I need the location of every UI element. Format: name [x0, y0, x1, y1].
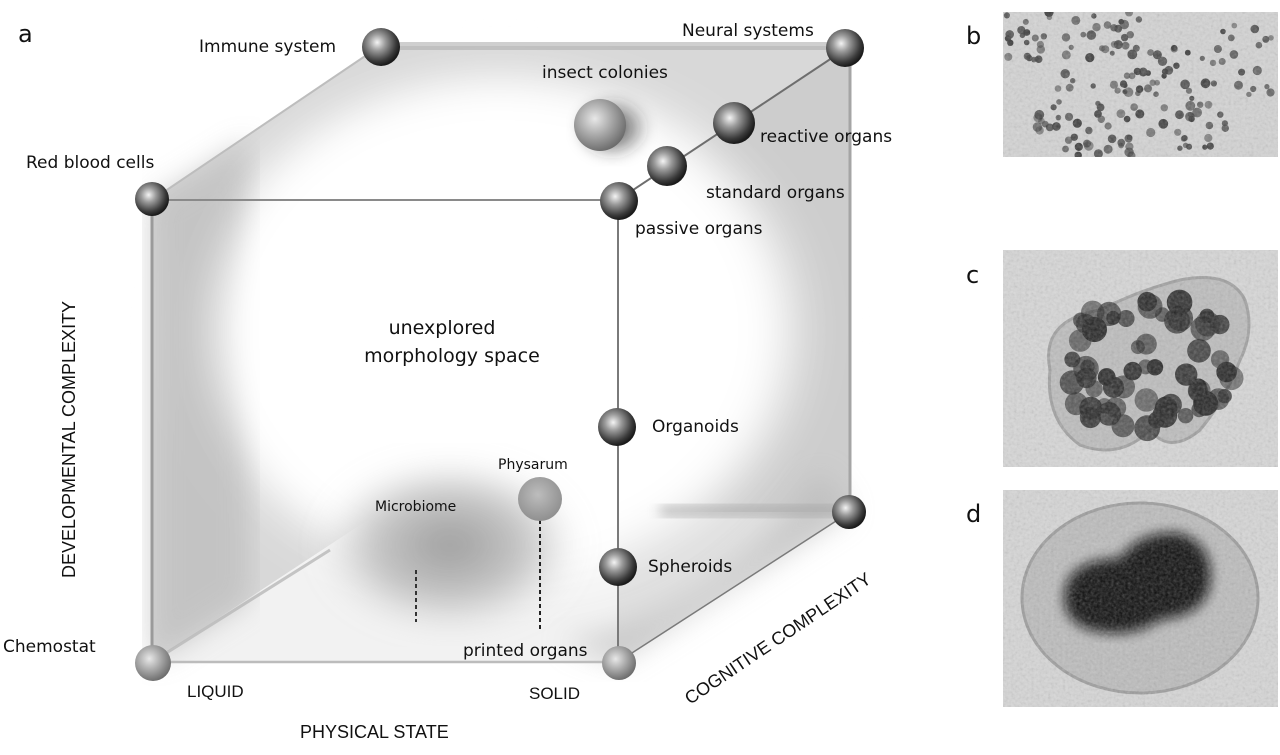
panel-c: c: [966, 250, 1278, 467]
standard-organs-node: [647, 146, 687, 186]
physarum-node: [518, 477, 562, 521]
standard-organs-label: standard organs: [706, 183, 845, 203]
immune-system-label: Immune system: [199, 37, 336, 57]
physical-state-axis-label: PHYSICAL STATE: [300, 722, 449, 742]
spheroids-label: Spheroids: [648, 557, 732, 577]
spheroids-node: [599, 548, 637, 586]
passive-organs-node: [600, 182, 638, 220]
printed-organs-label: printed organs: [463, 641, 588, 661]
neural-systems-label: Neural systems: [682, 21, 814, 41]
microbiome-label: Microbiome: [375, 499, 456, 515]
micrograph-c: [1003, 250, 1278, 467]
panel-letter-d: d: [966, 500, 981, 528]
reactive-organs-label: reactive organs: [760, 127, 892, 147]
organoids-label: Organoids: [652, 417, 739, 437]
printed-organs-node: [602, 646, 636, 680]
immune-system-node: [362, 28, 400, 66]
micrograph-d: [1003, 490, 1278, 707]
red-blood-cells-node: [135, 182, 169, 216]
organoids-node: [598, 408, 636, 446]
physarum-label: Physarum: [498, 457, 568, 473]
micrograph-b: [1003, 12, 1278, 157]
developmental-complexity-axis-label: DEVELOPMENTAL COMPLEXITY: [59, 301, 79, 578]
microbiome-region: [320, 460, 580, 630]
panel-letter-b: b: [966, 22, 981, 50]
insect-colonies-label: insect colonies: [542, 63, 668, 83]
panel-a-cube: a Immune system Neural systems insect co…: [3, 20, 892, 742]
neural-systems-node: [826, 29, 864, 67]
insect-colonies-node: [574, 99, 626, 151]
cognitive-corner-node: [832, 495, 866, 529]
panel-d: d: [966, 490, 1278, 707]
chemostat-node: [135, 645, 171, 681]
solid-label: SOLID: [529, 684, 580, 703]
panel-b: b: [966, 12, 1278, 157]
passive-organs-label: passive organs: [635, 219, 763, 239]
liquid-label: LIQUID: [187, 682, 244, 701]
panel-letter-a: a: [18, 20, 33, 48]
panel-letter-c: c: [966, 261, 979, 289]
red-blood-cells-label: Red blood cells: [26, 153, 154, 173]
reactive-organs-node: [713, 102, 755, 144]
unexplored-label-line1: unexplored: [389, 317, 496, 339]
chemostat-label: Chemostat: [3, 637, 96, 657]
unexplored-label-line2: morphology space: [364, 345, 540, 367]
